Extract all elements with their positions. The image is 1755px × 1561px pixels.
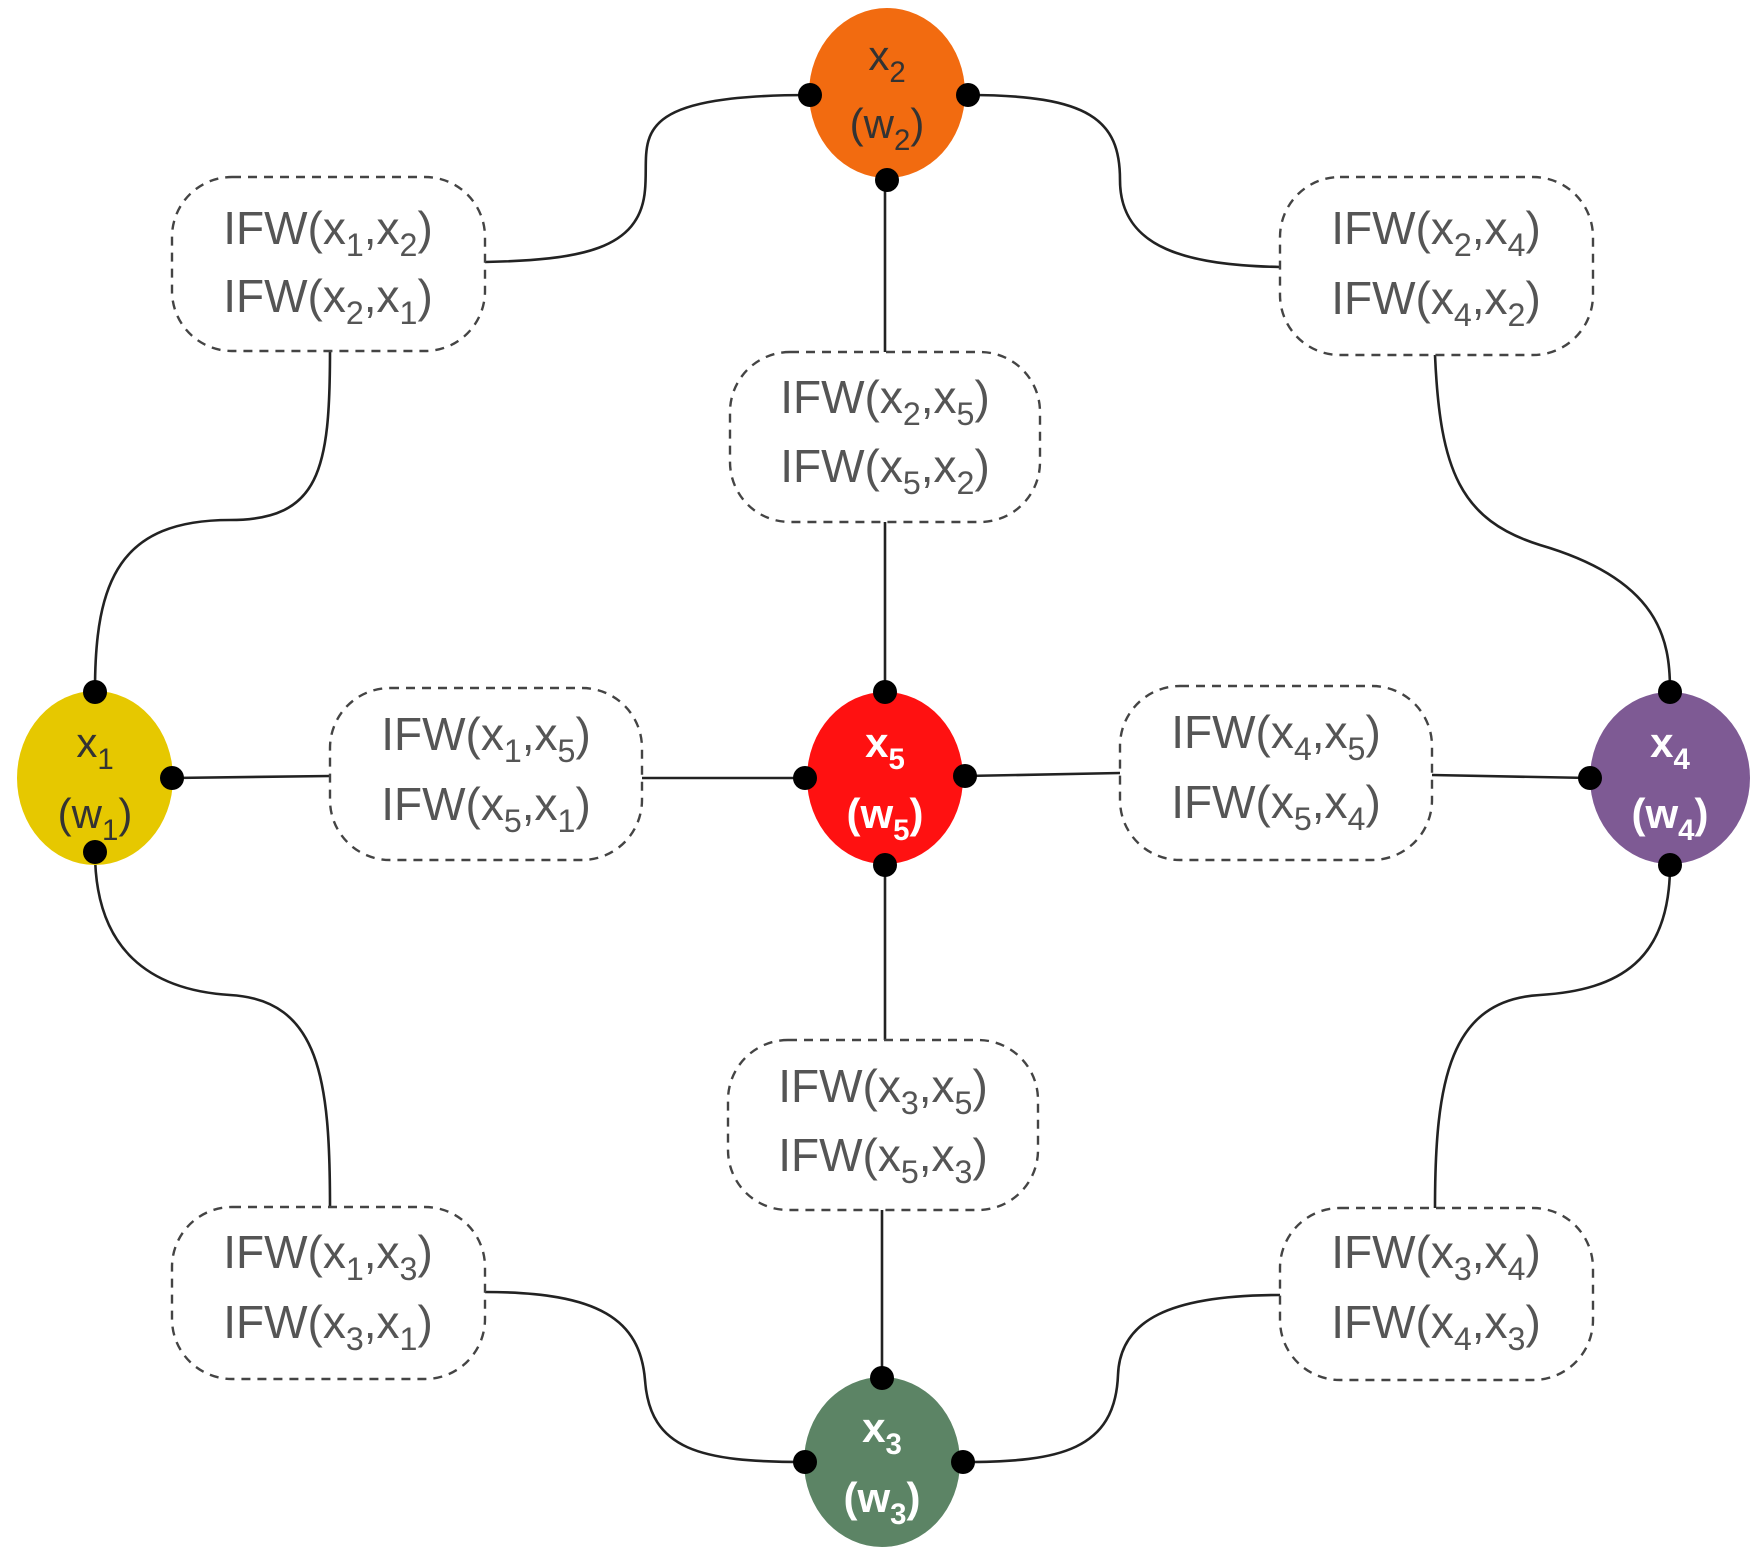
connector-x2-to-e12 xyxy=(484,93,811,264)
edge-label-line1: IFW(x3,x4) xyxy=(1331,1226,1541,1287)
node-x3: x3 (w3) xyxy=(804,1377,960,1547)
node-variable-label: x1 xyxy=(76,719,113,776)
port-x5-right xyxy=(953,764,977,788)
edge-label-line1: IFW(x2,x4) xyxy=(1331,202,1541,263)
node-x4: x4 (w4) xyxy=(1590,692,1750,864)
edge-box-x1-x5: IFW(x1,x5) IFW(x5,x1) xyxy=(328,686,644,862)
connector-x5-to-e45 xyxy=(964,771,1121,778)
node-circle xyxy=(809,8,965,178)
edge-label-line2: IFW(x3,x1) xyxy=(223,1296,433,1357)
node-weight-label: (w5) xyxy=(846,790,923,847)
edge-box-border xyxy=(1118,684,1434,862)
node-circle xyxy=(17,691,173,865)
connector-x1-to-e13 xyxy=(93,851,332,1208)
connector-e34-to-x3 xyxy=(964,1293,1281,1464)
node-weight-label: (w3) xyxy=(843,1474,920,1531)
port-x3-top xyxy=(870,1366,894,1390)
edge-box-x1-x3: IFW(x1,x3) IFW(x3,x1) xyxy=(170,1205,487,1381)
node-variable-label: x3 xyxy=(862,1404,902,1461)
edge-label-line2: IFW(x5,x4) xyxy=(1171,776,1381,837)
node-variable-label: x4 xyxy=(1650,719,1690,776)
connector-x4-to-e34 xyxy=(1433,864,1672,1209)
edge-box-x3-x5: IFW(x3,x5) IFW(x5,x3) xyxy=(726,1038,1040,1212)
edge-label-line1: IFW(x1,x2) xyxy=(223,202,433,263)
connector-e12-to-x1 xyxy=(93,349,332,691)
edge-box-x1-x2: IFW(x1,x2) IFW(x2,x1) xyxy=(170,175,487,353)
edge-box-x2-x5: IFW(x2,x5) IFW(x5,x2) xyxy=(728,350,1042,524)
edge-box-border xyxy=(728,350,1042,524)
port-x1-top xyxy=(83,680,107,704)
node-x5: x5 (w5) xyxy=(807,692,963,864)
edge-box-border xyxy=(170,1205,487,1381)
port-x1-right xyxy=(160,766,184,790)
node-x1: x1 (w1) xyxy=(17,691,173,865)
connector-x1-to-e15 xyxy=(171,774,331,780)
node-x2: x2 (w2) xyxy=(809,8,965,178)
edge-box-x3-x4: IFW(x3,x4) IFW(x4,x3) xyxy=(1278,1206,1595,1382)
edge-box-border xyxy=(170,175,487,353)
edge-label-line1: IFW(x2,x5) xyxy=(780,371,990,432)
port-x4-bottom xyxy=(1658,853,1682,877)
edge-box-x2-x4: IFW(x2,x4) IFW(x4,x2) xyxy=(1278,175,1595,357)
connector-x2-to-e24 xyxy=(967,93,1281,269)
edge-box-border xyxy=(1278,1206,1595,1382)
port-x2-right xyxy=(956,83,980,107)
edge-label-line2: IFW(x5,x1) xyxy=(381,778,591,839)
port-x4-top xyxy=(1658,680,1682,704)
edge-label-line1: IFW(x3,x5) xyxy=(778,1060,988,1121)
edge-label-line2: IFW(x5,x2) xyxy=(780,440,990,501)
edge-label-line1: IFW(x1,x5) xyxy=(381,708,591,769)
port-x3-left xyxy=(793,1450,817,1474)
edge-box-border xyxy=(328,686,644,862)
port-x5-left xyxy=(793,766,817,790)
edge-label-line2: IFW(x4,x2) xyxy=(1331,272,1541,333)
port-x4-left xyxy=(1578,766,1602,790)
edge-label-line2: IFW(x5,x3) xyxy=(778,1129,988,1190)
connector-e45-to-x4 xyxy=(1431,773,1591,780)
port-x3-right xyxy=(951,1450,975,1474)
edge-label-line2: IFW(x2,x1) xyxy=(223,270,433,331)
ports xyxy=(83,83,1682,1474)
edge-label-line1: IFW(x1,x3) xyxy=(223,1226,433,1287)
node-weight-label: (w1) xyxy=(58,790,133,847)
node-circle xyxy=(804,1377,960,1547)
port-x2-bottom xyxy=(875,168,899,192)
node-variable-label: x5 xyxy=(865,719,905,776)
connector-e13-to-x3 xyxy=(484,1290,806,1464)
port-x5-top xyxy=(873,680,897,704)
edge-box-x4-x5: IFW(x4,x5) IFW(x5,x4) xyxy=(1118,684,1434,862)
port-x5-bottom xyxy=(873,853,897,877)
node-variable-label: x2 xyxy=(868,32,905,89)
node-circle xyxy=(807,692,963,864)
connectors xyxy=(93,93,1672,1464)
port-x1-bottom xyxy=(83,840,107,864)
connector-e24-to-x4 xyxy=(1433,354,1672,691)
edge-box-border xyxy=(726,1038,1040,1212)
edge-label-line2: IFW(x4,x3) xyxy=(1331,1296,1541,1357)
node-weight-label: (w2) xyxy=(850,100,925,157)
port-x2-left xyxy=(798,83,822,107)
node-weight-label: (w4) xyxy=(1631,790,1708,847)
edge-box-border xyxy=(1278,175,1595,357)
edge-label-line1: IFW(x4,x5) xyxy=(1171,706,1381,767)
node-circle xyxy=(1590,692,1750,864)
